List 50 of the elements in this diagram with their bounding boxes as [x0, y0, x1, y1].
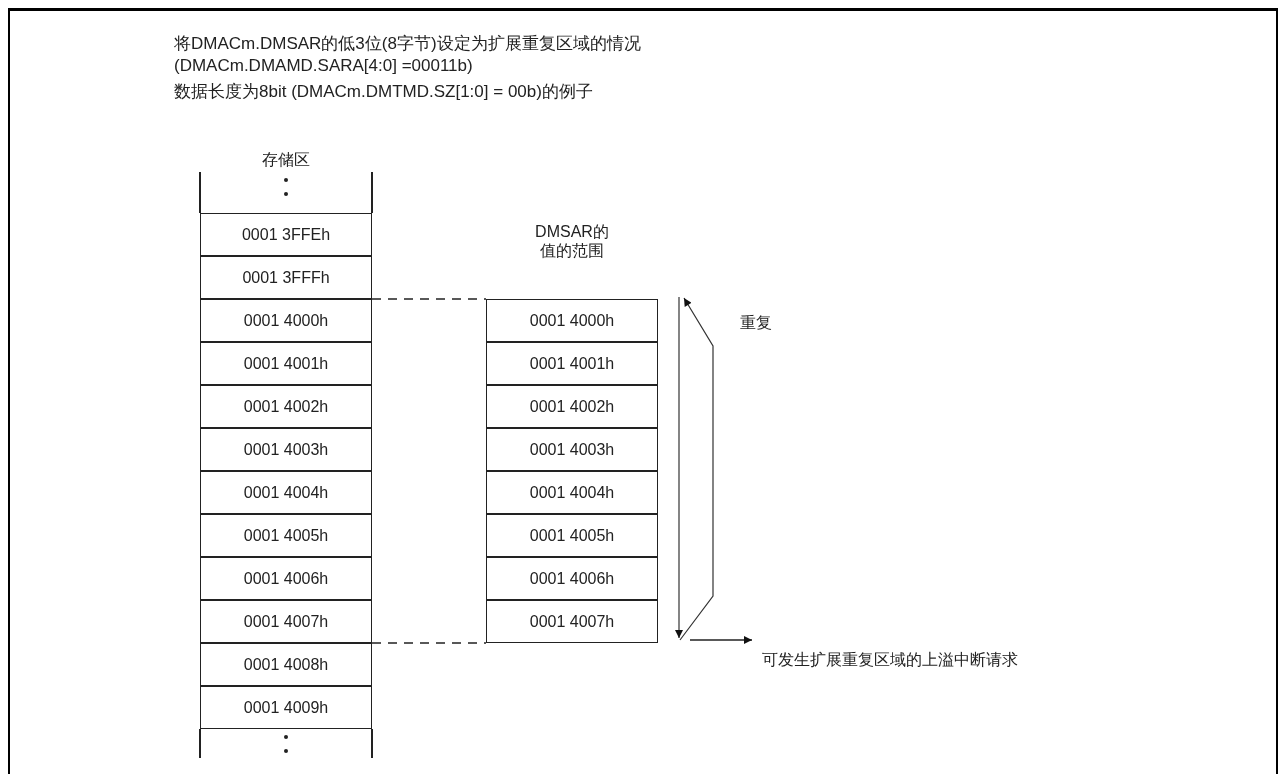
- address-cell: [486, 471, 658, 514]
- address-cell: [486, 557, 658, 600]
- address-text: 0001 4006h: [529, 569, 615, 588]
- dashed-line: [371, 642, 487, 644]
- address-cell: [200, 686, 372, 729]
- repeat-label: 重复: [740, 313, 772, 333]
- interrupt-note: 可发生扩展重复区域的上溢中断请求: [762, 650, 1018, 670]
- address-cell: [200, 213, 372, 256]
- address-text: 0001 4005h: [529, 526, 615, 545]
- address-text: 0001 4002h: [243, 397, 329, 416]
- address-cell: [486, 514, 658, 557]
- address-text: 0001 4000h: [529, 311, 615, 330]
- address-text: 0001 4002h: [529, 397, 615, 416]
- column-heading: 存储区: [261, 150, 311, 170]
- address-text: 0001 4004h: [529, 483, 615, 502]
- address-text: 0001 4005h: [243, 526, 329, 545]
- address-text: 0001 4003h: [529, 440, 615, 459]
- address-cell: [486, 600, 658, 643]
- address-cell: [200, 471, 372, 514]
- subtitle-text: 数据长度为8bit (DMACm.DMTMD.SZ[1:0] = 00b)的例子: [174, 81, 593, 103]
- address-cell: [486, 428, 658, 471]
- title: 将DMACm.DMSAR的低3位(8字节)设定为扩展重复区域的情况: [174, 33, 641, 55]
- address-text: 0001 4009h: [243, 698, 329, 717]
- address-text: 0001 4006h: [243, 569, 329, 588]
- address-cell: [200, 600, 372, 643]
- address-cell: [486, 342, 658, 385]
- dashed-line: [371, 298, 487, 300]
- address-cell: [200, 514, 372, 557]
- address-cell: [200, 643, 372, 686]
- address-text: 0001 4000h: [243, 311, 329, 330]
- address-text: 0001 4007h: [243, 612, 329, 631]
- address-text: 0001 4007h: [529, 612, 615, 631]
- column-heading: DMSAR的值的范围: [534, 222, 610, 261]
- address-text: 0001 4001h: [529, 354, 615, 373]
- address-cell: [200, 557, 372, 600]
- subtitle-text: (DMACm.DMAMD.SARA[4:0] =00011b): [174, 56, 473, 76]
- address-cell: [200, 385, 372, 428]
- address-text: 0001 4008h: [243, 655, 329, 674]
- address-text: 0001 4001h: [243, 354, 329, 373]
- address-cell: [200, 299, 372, 342]
- address-cell: [486, 299, 658, 342]
- address-text: 0001 4003h: [243, 440, 329, 459]
- address-cell: [200, 342, 372, 385]
- address-cell: [200, 428, 372, 471]
- address-cell: [200, 256, 372, 299]
- address-text: 0001 4004h: [243, 483, 329, 502]
- arrow: [689, 636, 753, 644]
- address-cell: [486, 385, 658, 428]
- address-text: 0001 3FFFh: [242, 268, 330, 287]
- address-text: 0001 3FFEh: [241, 225, 331, 244]
